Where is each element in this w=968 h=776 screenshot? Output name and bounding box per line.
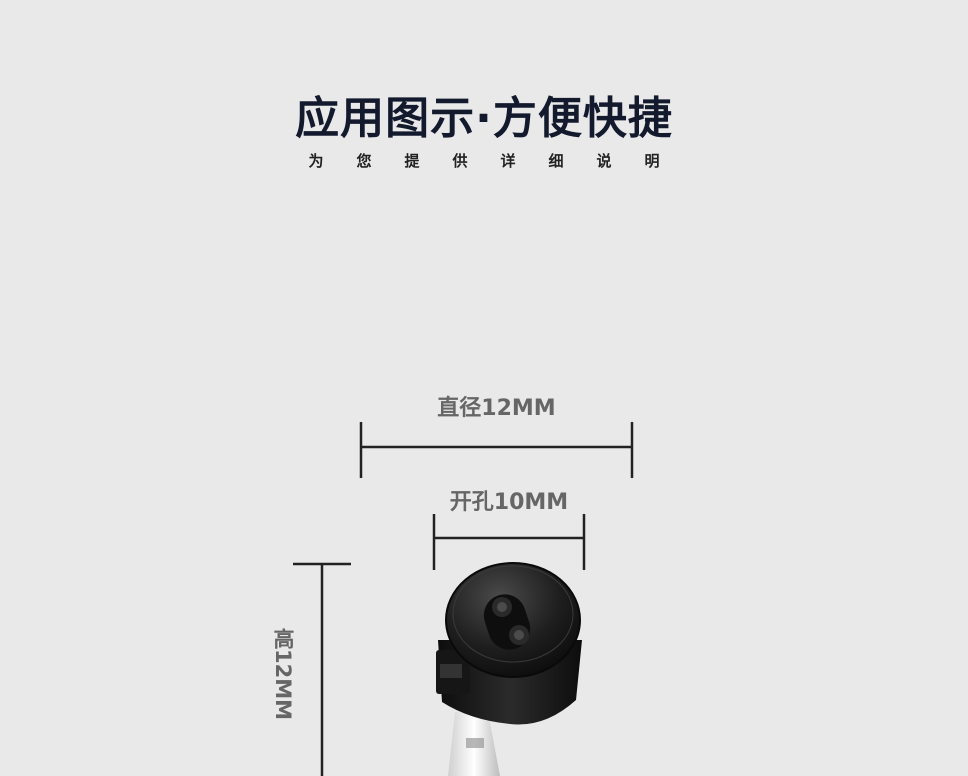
hole-size-label: 开孔10MM: [449, 490, 569, 515]
height-label: 高12MM: [271, 628, 295, 721]
page-title: 应用图示·方便快捷: [295, 93, 673, 144]
hole-dimension-line: [432, 514, 586, 570]
diameter-dimension-line: [359, 422, 634, 478]
sensor-product-icon: [436, 562, 582, 776]
diameter-label: 直径12MM: [437, 396, 556, 421]
height-dimension-line: [293, 562, 351, 776]
page-subtitle: 为您提供详细说明: [308, 152, 693, 170]
